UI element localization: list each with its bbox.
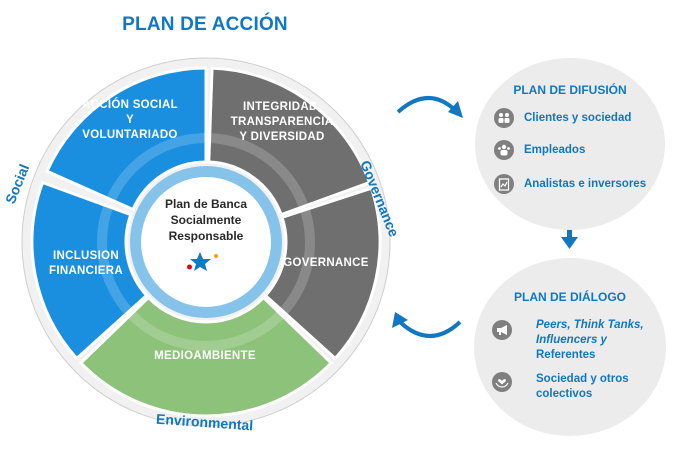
caixabank-star-logo-icon bbox=[187, 252, 218, 271]
segment-line: FINANCIERA bbox=[49, 265, 123, 277]
dialogo-item-line: Sociedad y otros bbox=[536, 373, 629, 385]
inner-ring-band bbox=[97, 133, 315, 351]
segment-integridad bbox=[207, 66, 372, 217]
dialogo-item-line: Influencers y bbox=[536, 334, 607, 346]
arrow-to-wheel bbox=[392, 312, 462, 338]
hands-heart-icon bbox=[492, 372, 512, 392]
center-label: Plan de Banca Socialmente Responsable bbox=[150, 196, 262, 244]
segment-line: Y DIVERSIDAD bbox=[239, 131, 325, 143]
people-group-icon bbox=[494, 108, 514, 128]
dialogo-circle bbox=[474, 258, 666, 436]
arrow-difusion-to-dialogo bbox=[561, 229, 578, 249]
segment-label-accion-social: ACCIÓN SOCIAL Y VOLUNTARIADO bbox=[70, 98, 190, 143]
segment-label-governance: GOVERNANCE bbox=[283, 257, 369, 269]
segment-line: VOLUNTARIADO bbox=[82, 129, 178, 141]
segment-line: INTEGRIDAD, bbox=[242, 101, 322, 113]
employees-icon bbox=[494, 140, 514, 160]
segment-line: INCLUSION bbox=[53, 250, 119, 262]
difusion-item-label: Empleados bbox=[524, 143, 586, 156]
dialogo-title: PLAN DE DIÁLOGO bbox=[513, 290, 626, 304]
document-chart-icon bbox=[494, 174, 514, 194]
megaphone-icon bbox=[492, 320, 512, 340]
difusion-item: Analistas e inversores bbox=[494, 174, 646, 194]
segment-accion-social bbox=[45, 66, 208, 212]
dialogo-item-line: Referentes bbox=[536, 349, 596, 361]
segment-medioambiente bbox=[78, 295, 334, 418]
difusion-item-label: Clientes y sociedad bbox=[524, 111, 632, 124]
segment-governance bbox=[263, 186, 382, 361]
difusion-item: Clientes y sociedad bbox=[494, 108, 631, 128]
segment-line: TRANSPARENCIA bbox=[230, 116, 334, 128]
arrow-to-difusion bbox=[396, 96, 463, 118]
center-line: Socialmente bbox=[170, 213, 242, 227]
dialogo-item-label: Sociedad y otros colectivos bbox=[536, 372, 629, 402]
segment-inclusion-financiera bbox=[30, 180, 149, 361]
dialogo-item: Sociedad y otros colectivos bbox=[492, 372, 629, 402]
center-line: Plan de Banca bbox=[164, 197, 248, 211]
dialogo-item-line: colectivos bbox=[536, 388, 593, 400]
center-disc bbox=[141, 177, 271, 307]
center-line: Responsable bbox=[168, 229, 244, 243]
difusion-item: Empleados bbox=[494, 140, 585, 160]
dialogo-item-line: Peers, Think Tanks, bbox=[536, 319, 644, 331]
dialogo-item: Peers, Think Tanks, Influencers y Refere… bbox=[492, 318, 644, 363]
difusion-item-label: Analistas e inversores bbox=[524, 177, 647, 190]
segment-label-medioambiente: MEDIOAMBIENTE bbox=[154, 350, 256, 362]
segment-label-integridad: INTEGRIDAD, TRANSPARENCIA Y DIVERSIDAD bbox=[222, 100, 342, 145]
segment-line: ACCIÓN SOCIAL bbox=[82, 99, 178, 111]
difusion-title: PLAN DE DIFUSIÓN bbox=[513, 83, 627, 97]
page-title: PLAN DE ACCIÓN bbox=[122, 14, 288, 35]
segment-line: Y bbox=[126, 114, 134, 126]
segment-label-inclusion: INCLUSION FINANCIERA bbox=[36, 249, 136, 279]
dialogo-item-label: Peers, Think Tanks, Influencers y Refere… bbox=[536, 318, 644, 363]
